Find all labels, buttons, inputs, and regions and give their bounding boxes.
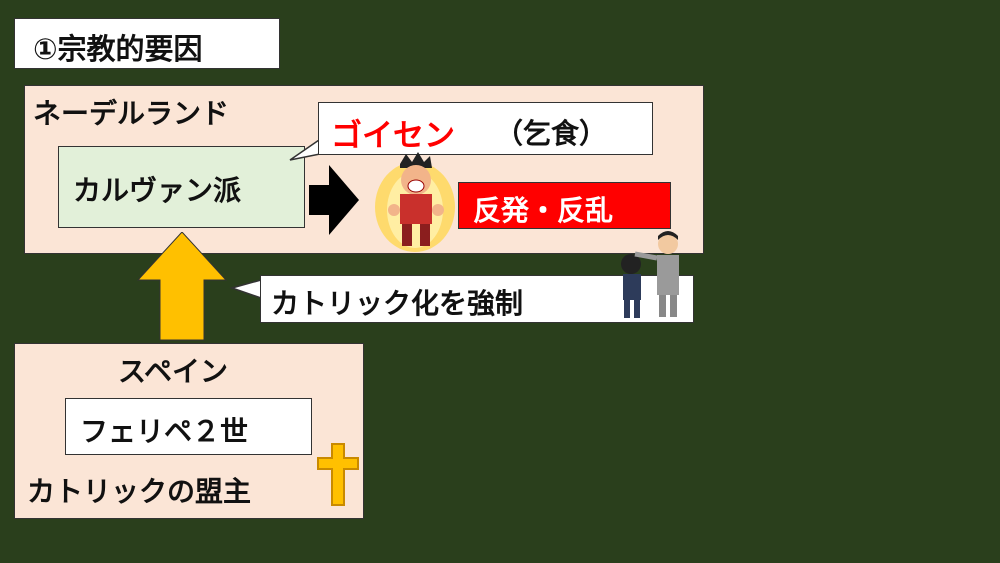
page-title: ①宗教的要因 [33, 32, 203, 66]
philip-label: フェリペ２世 [80, 415, 249, 448]
title-box: ①宗教的要因 [14, 18, 280, 69]
angry-man-icon [375, 152, 455, 252]
gueux-gloss: （乞食） [495, 117, 608, 150]
calvinist-box: カルヴァン派 [58, 146, 305, 228]
revolt-box: 反発・反乱 [458, 182, 671, 229]
right-arrow-icon [309, 165, 359, 235]
force-label: カトリック化を強制 [271, 287, 524, 320]
cross-icon [317, 443, 359, 506]
spain-role: カトリックの盟主 [27, 475, 252, 508]
gueux-callout: ゴイセン （乞食） [318, 102, 653, 155]
netherlands-label: ネーデルランド [33, 97, 230, 130]
revolt-label: 反発・反乱 [473, 194, 614, 227]
philip-box: フェリペ２世 [65, 398, 312, 455]
calvinist-label: カルヴァン派 [73, 174, 242, 207]
spain-label: スペイン [118, 355, 229, 388]
up-arrow-icon [137, 232, 227, 341]
gueux-name: ゴイセン [331, 118, 455, 154]
forced-bow-icon [621, 231, 679, 318]
force-callout: カトリック化を強制 [260, 275, 694, 323]
